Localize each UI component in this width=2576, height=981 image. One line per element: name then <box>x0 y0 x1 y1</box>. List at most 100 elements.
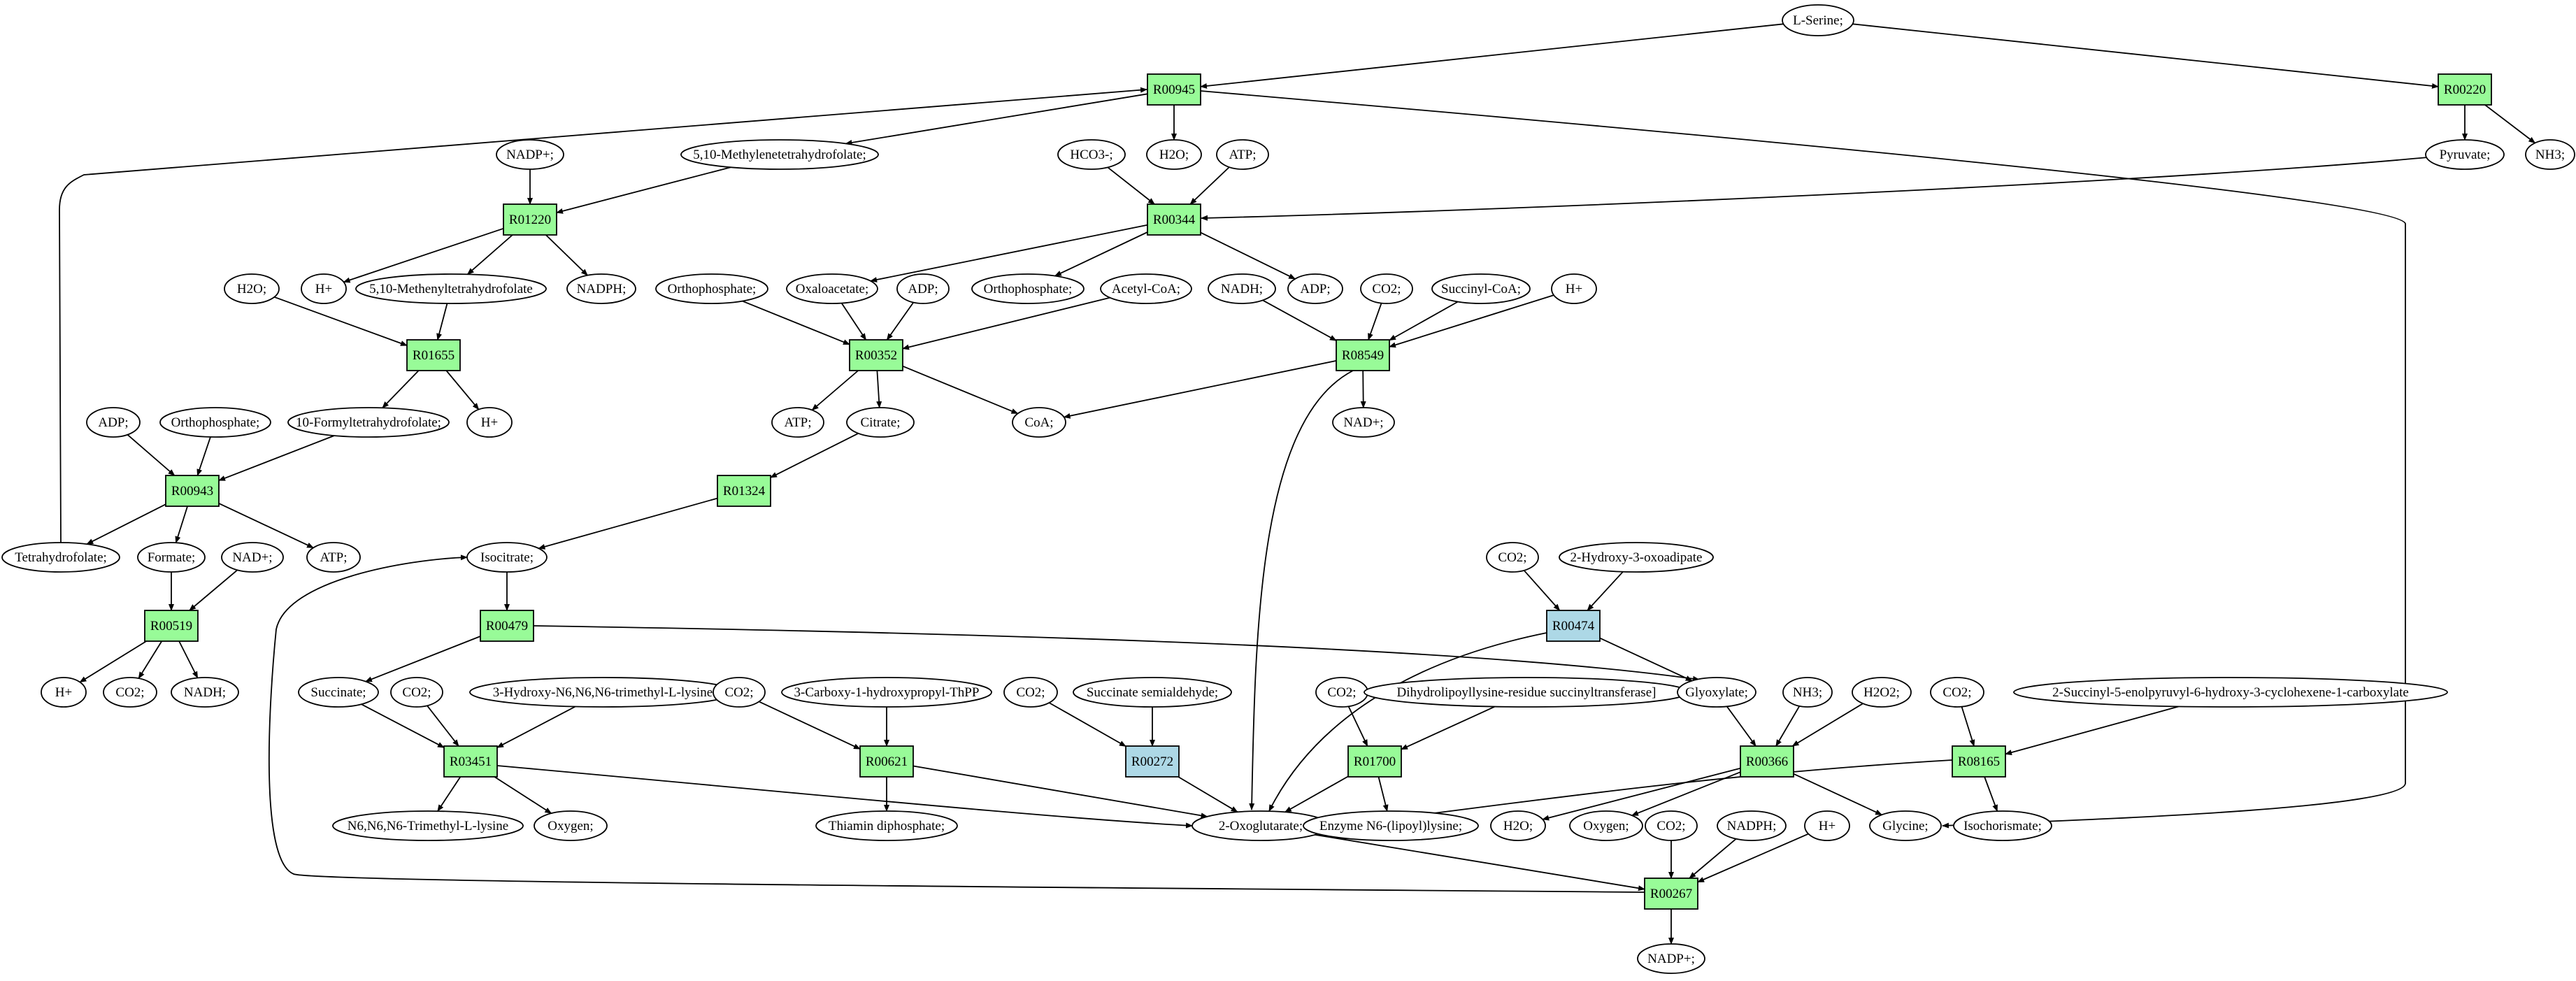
metabolite-ellipse <box>1360 273 1413 304</box>
node-label: ATP; <box>320 550 347 565</box>
reaction-node-R08165: R08165 <box>1952 745 2006 778</box>
node-label: Acetyl-CoA; <box>1112 282 1180 296</box>
edge-R00479-to-succinate <box>364 636 481 682</box>
edge-R08165-to-isochorismate <box>1984 776 1998 812</box>
metabolite-node-co2_7: CO2; <box>1315 677 1368 708</box>
metabolite-ellipse <box>1003 677 1058 708</box>
edge-R00945-to-mthf <box>845 93 1148 145</box>
edge-co2_5-to-R00621 <box>759 701 861 750</box>
edge-co2_2-to-R00474 <box>1523 570 1561 611</box>
edge-atp_1-to-R00344 <box>1189 166 1230 205</box>
metabolite-node-coa: CoA; <box>1012 407 1066 438</box>
metabolite-node-h2o_3: H2O; <box>1490 810 1546 841</box>
metabolite-node-isochorismate: Isochorismate; <box>1953 810 2052 841</box>
node-label: NAD+; <box>232 550 272 565</box>
node-label: R01220 <box>509 213 551 227</box>
node-label: R01324 <box>723 484 766 499</box>
metabolite-ellipse <box>466 542 548 573</box>
edges-layer <box>59 23 2536 945</box>
edge-R08549-to-nadplus_1 <box>1360 370 1366 408</box>
edge-hplus_2-to-R08549 <box>1389 294 1554 348</box>
node-label: H2O2; <box>1863 685 1900 700</box>
node-label: R00945 <box>1153 83 1195 97</box>
node-label: R00267 <box>1650 887 1692 901</box>
node-label: H+ <box>55 685 72 700</box>
edge-succinate-to-R03451 <box>361 703 445 748</box>
metabolite-node-co2_5: CO2; <box>713 677 766 708</box>
node-label: R00479 <box>486 619 528 633</box>
node-label: N6,N6,N6-Trimethyl-L-lysine <box>348 819 508 833</box>
edge-co2_8-to-R08165 <box>1961 706 1975 747</box>
metabolite-ellipse <box>1645 810 1698 841</box>
metabolite-node-co2_1: CO2; <box>1360 273 1413 304</box>
reaction-box <box>503 203 557 236</box>
node-label: Tetrahydrofolate; <box>15 550 107 565</box>
metabolite-node-orthophos_2: Orthophosphate; <box>971 273 1085 304</box>
metabolite-ellipse <box>655 273 768 304</box>
edge-adp_3-to-R00943 <box>127 434 176 476</box>
metabolite-node-hplus_2: H+ <box>1551 273 1597 304</box>
edge-R00943-to-formate <box>175 506 188 544</box>
reaction-node-R00272: R00272 <box>1125 745 1180 778</box>
metabolite-node-pyruvate: Pyruvate; <box>2425 139 2505 170</box>
reaction-box <box>1147 203 1201 236</box>
node-label: Isochorismate; <box>1963 819 2042 833</box>
edge-R00344-to-orthophos_2 <box>1054 231 1148 277</box>
metabolite-node-carboxythpp: 3-Carboxy-1-hydroxypropyl-ThPP <box>781 677 992 708</box>
node-label: H+ <box>315 282 332 296</box>
reaction-node-R00352: R00352 <box>849 339 903 371</box>
reaction-node-R01324: R01324 <box>717 475 771 507</box>
edge-methenyl-to-R01655 <box>436 303 448 341</box>
metabolite-node-glycine: Glycine; <box>1869 810 1942 841</box>
edge-R00352-to-atp_2 <box>811 370 859 411</box>
metabolite-node-thf: Tetrahydrofolate; <box>1 542 120 573</box>
edge-citrate-to-R01324 <box>770 432 859 478</box>
edge-co2_7-to-R01700 <box>1347 706 1368 747</box>
metabolite-ellipse <box>680 139 879 170</box>
reaction-box <box>2438 73 2492 106</box>
metabolite-ellipse <box>41 677 87 708</box>
metabolite-ellipse <box>1804 810 1850 841</box>
metabolite-node-dihydrolipoyl: Dihydrolipoyllysine-residue succinyltran… <box>1364 677 1689 708</box>
reaction-box <box>717 475 771 507</box>
node-label: 3-Carboxy-1-hydroxypropyl-ThPP <box>794 685 980 700</box>
metabolite-node-hco3: HCO3-; <box>1057 139 1126 170</box>
edge-R08549-to-oxoglutarate <box>1249 370 1354 810</box>
metabolite-ellipse <box>1 542 120 573</box>
metabolite-node-oxygen_2: Oxygen; <box>1569 810 1643 841</box>
edge-co2_1-to-R08549 <box>1368 303 1382 341</box>
edge-oxoglutarate-to-R00267 <box>1315 833 1645 892</box>
node-label: Thiamin diphosphate; <box>829 819 945 833</box>
reaction-box <box>1336 339 1390 371</box>
reaction-node-R00344: R00344 <box>1147 203 1201 236</box>
metabolite-node-co2_6: CO2; <box>1003 677 1058 708</box>
metabolite-ellipse <box>2525 139 2575 170</box>
metabolite-node-succinylcoa: Succinyl-CoA; <box>1431 273 1531 304</box>
node-label: CO2; <box>1372 282 1401 296</box>
node-label: 3-Hydroxy-N6,N6,N6-trimethyl-L-lysine <box>493 685 713 700</box>
metabolite-node-isocitrate: Isocitrate; <box>466 542 548 573</box>
reaction-box <box>144 610 199 642</box>
metabolite-node-nadh_1: NADH; <box>1208 273 1276 304</box>
metabolite-node-nadplus_2: NAD+; <box>221 542 284 573</box>
edge-pyruvate-to-R00344 <box>1201 157 2428 221</box>
node-label: CO2; <box>1942 685 1971 700</box>
reaction-box <box>1952 745 2006 778</box>
edge-nadph_2-to-R00267 <box>1689 838 1737 879</box>
node-label: Orthophosphate; <box>984 282 1073 296</box>
reaction-box <box>1740 745 1794 778</box>
node-label: Glyoxylate; <box>1685 685 1748 700</box>
edge-R00943-to-atp_3 <box>218 503 315 549</box>
reaction-box <box>480 610 534 642</box>
metabolite-ellipse <box>1146 139 1202 170</box>
metabolite-ellipse <box>971 273 1085 304</box>
metabolite-ellipse <box>566 273 636 304</box>
metabolite-node-lserine: L-Serine; <box>1782 4 1854 36</box>
node-label: CO2; <box>1016 685 1045 700</box>
edge-acetylcoa-to-R00352 <box>902 296 1110 350</box>
edge-R00474-to-glyoxylate <box>1599 637 1693 682</box>
node-label: R00621 <box>866 754 908 769</box>
metabolite-ellipse <box>301 273 347 304</box>
node-label: NADPH; <box>577 282 627 296</box>
